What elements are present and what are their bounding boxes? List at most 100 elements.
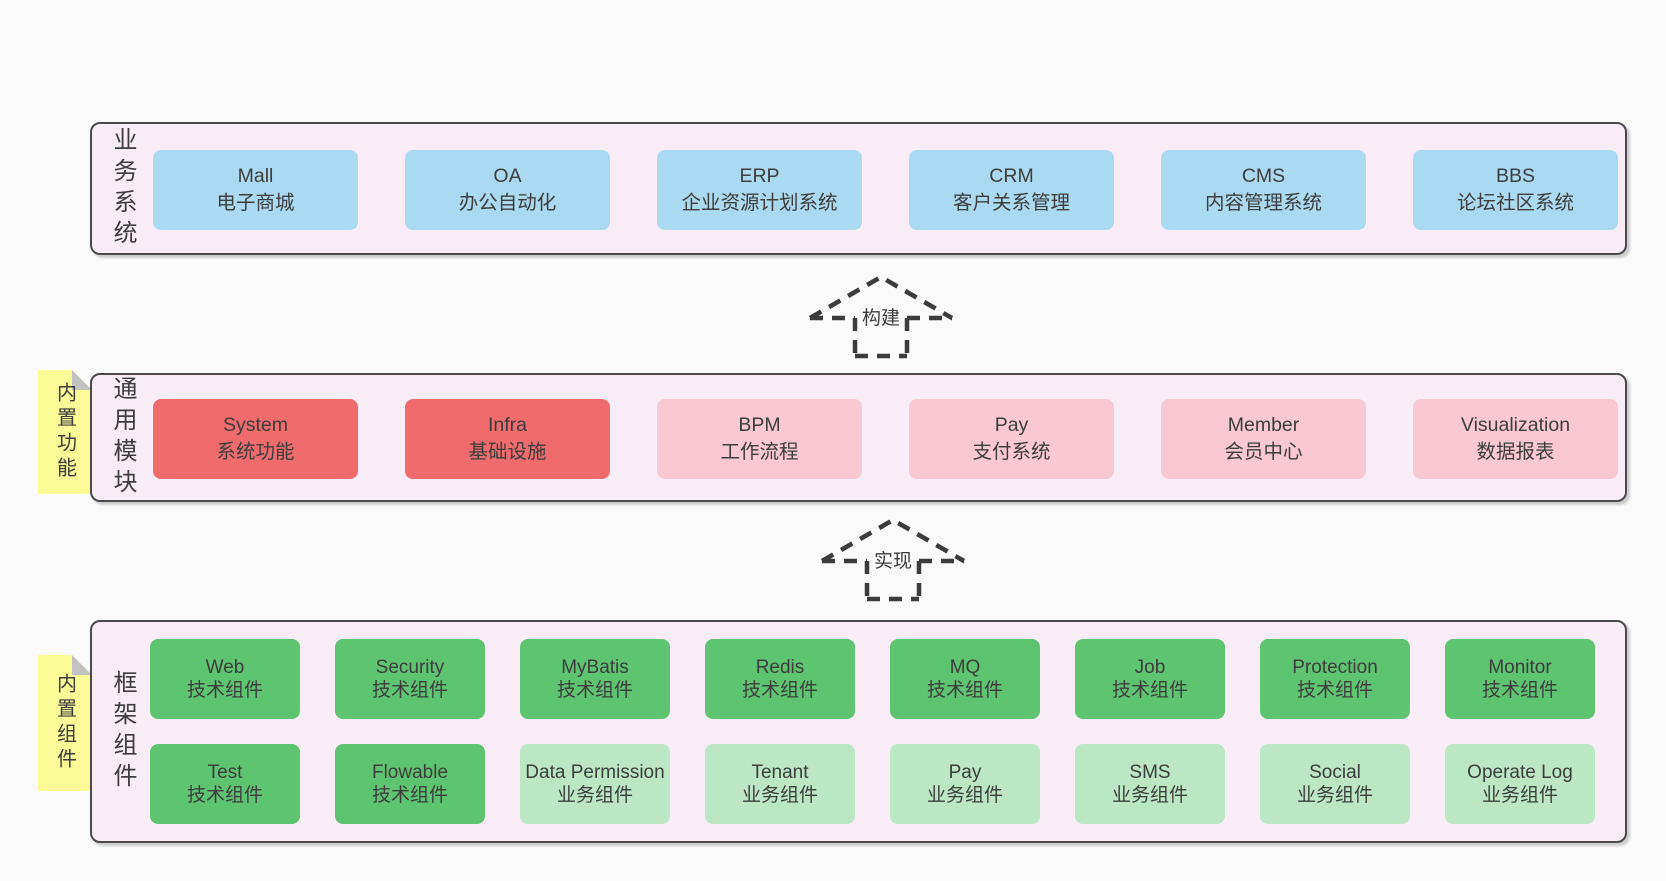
business-box-row: Mall 电子商城 OA 办公自动化 ERP 企业资源计划系统 CRM 客户关系… bbox=[153, 150, 1618, 230]
box-web: Web 技术组件 bbox=[150, 639, 300, 719]
implement-arrow: 实现 bbox=[818, 515, 968, 603]
box-member: Member 会员中心 bbox=[1161, 399, 1366, 479]
box-infra: Infra 基础设施 bbox=[405, 399, 610, 479]
box-title: Data Permission bbox=[525, 761, 665, 783]
box-erp: ERP 企业资源计划系统 bbox=[657, 150, 862, 230]
box-title: CRM bbox=[989, 165, 1034, 188]
box-bpm: BPM 工作流程 bbox=[657, 399, 862, 479]
box-subtitle: 工作流程 bbox=[720, 441, 799, 463]
modules-layer-label: 通用模块 bbox=[109, 375, 136, 500]
sticky-label: 内置功能 bbox=[53, 382, 76, 482]
box-pay: Pay 支付系统 bbox=[909, 399, 1114, 479]
box-title: BPM bbox=[738, 414, 781, 437]
box-title: MyBatis bbox=[561, 656, 629, 678]
box-title: Protection bbox=[1292, 656, 1378, 678]
box-sms: SMS 业务组件 bbox=[1075, 744, 1225, 824]
box-title: Tenant bbox=[751, 761, 809, 783]
box-visualization: Visualization 数据报表 bbox=[1413, 399, 1618, 479]
box-oa: OA 办公自动化 bbox=[405, 150, 610, 230]
box-flowable: Flowable 技术组件 bbox=[335, 744, 485, 824]
box-title: Monitor bbox=[1488, 656, 1552, 678]
sticky-label: 内置组件 bbox=[53, 673, 76, 773]
box-subtitle: 技术组件 bbox=[371, 785, 448, 806]
box-subtitle: 会员中心 bbox=[1224, 441, 1303, 463]
box-subtitle: 技术组件 bbox=[1296, 680, 1373, 701]
box-subtitle: 技术组件 bbox=[371, 680, 448, 701]
box-test: Test 技术组件 bbox=[150, 744, 300, 824]
box-title: System bbox=[222, 414, 288, 437]
box-title: Pay bbox=[948, 761, 982, 783]
box-title: ERP bbox=[739, 165, 780, 188]
box-subtitle: 基础设施 bbox=[468, 441, 547, 463]
built-in-features-sticky: 内置功能 bbox=[38, 370, 92, 494]
box-subtitle: 业务组件 bbox=[1296, 785, 1373, 806]
box-subtitle: 业务组件 bbox=[741, 785, 818, 806]
box-subtitle: 业务组件 bbox=[1111, 785, 1188, 806]
box-subtitle: 论坛社区系统 bbox=[1456, 192, 1574, 214]
box-subtitle: 电子商城 bbox=[216, 192, 295, 214]
dashed-up-arrow-icon bbox=[820, 517, 966, 602]
box-title: Security bbox=[375, 656, 445, 678]
box-data-permission: Data Permission 业务组件 bbox=[520, 744, 670, 824]
box-monitor: Monitor 技术组件 bbox=[1445, 639, 1595, 719]
box-title: CMS bbox=[1241, 165, 1286, 188]
box-job: Job 技术组件 bbox=[1075, 639, 1225, 719]
box-system: System 系统功能 bbox=[153, 399, 358, 479]
built-in-components-sticky: 内置组件 bbox=[38, 655, 92, 791]
box-subtitle: 客户关系管理 bbox=[952, 192, 1070, 214]
box-subtitle: 技术组件 bbox=[926, 680, 1003, 701]
box-title: Member bbox=[1227, 414, 1300, 437]
box-tenant: Tenant 业务组件 bbox=[705, 744, 855, 824]
box-mybatis: MyBatis 技术组件 bbox=[520, 639, 670, 719]
box-title: SMS bbox=[1129, 761, 1171, 783]
box-subtitle: 业务组件 bbox=[1481, 785, 1558, 806]
box-subtitle: 技术组件 bbox=[741, 680, 818, 701]
box-subtitle: 支付系统 bbox=[972, 441, 1051, 463]
box-cms: CMS 内容管理系统 bbox=[1161, 150, 1366, 230]
box-title: Mall bbox=[237, 165, 274, 188]
business-systems-layer: 业务系统 Mall 电子商城 OA 办公自动化 ERP 企业资源计划系统 CRM… bbox=[90, 122, 1627, 255]
box-subtitle: 技术组件 bbox=[556, 680, 633, 701]
build-arrow: 构建 bbox=[806, 272, 956, 360]
box-subtitle: 技术组件 bbox=[1111, 680, 1188, 701]
box-title: Infra bbox=[487, 414, 528, 437]
box-subtitle: 数据报表 bbox=[1476, 441, 1555, 463]
box-bbs: BBS 论坛社区系统 bbox=[1413, 150, 1618, 230]
box-subtitle: 内容管理系统 bbox=[1204, 192, 1322, 214]
box-redis: Redis 技术组件 bbox=[705, 639, 855, 719]
box-subtitle: 系统功能 bbox=[216, 441, 295, 463]
box-title: Operate Log bbox=[1467, 761, 1573, 783]
box-pay-biz: Pay 业务组件 bbox=[890, 744, 1040, 824]
box-subtitle: 办公自动化 bbox=[458, 192, 557, 214]
framework-components-layer: 框架组件 Web 技术组件 Security 技术组件 MyBatis 技术组件… bbox=[90, 620, 1627, 843]
box-protection: Protection 技术组件 bbox=[1260, 639, 1410, 719]
common-modules-layer: 通用模块 System 系统功能 Infra 基础设施 BPM 工作流程 Pay… bbox=[90, 373, 1627, 502]
box-title: Flowable bbox=[371, 761, 449, 783]
modules-box-row: System 系统功能 Infra 基础设施 BPM 工作流程 Pay 支付系统… bbox=[153, 399, 1618, 479]
box-mall: Mall 电子商城 bbox=[153, 150, 358, 230]
box-title: MQ bbox=[949, 656, 981, 678]
box-title: Redis bbox=[755, 656, 805, 678]
box-subtitle: 技术组件 bbox=[186, 785, 263, 806]
box-security: Security 技术组件 bbox=[335, 639, 485, 719]
box-mq: MQ 技术组件 bbox=[890, 639, 1040, 719]
components-box-row-2: Test 技术组件 Flowable 技术组件 Data Permission … bbox=[150, 744, 1595, 824]
box-title: Pay bbox=[994, 414, 1029, 437]
box-subtitle: 技术组件 bbox=[1481, 680, 1558, 701]
sticky-fold-corner bbox=[72, 655, 92, 675]
box-subtitle: 业务组件 bbox=[926, 785, 1003, 806]
box-crm: CRM 客户关系管理 bbox=[909, 150, 1114, 230]
components-layer-label: 框架组件 bbox=[109, 669, 136, 794]
implement-arrow-label: 实现 bbox=[870, 546, 916, 574]
box-subtitle: 技术组件 bbox=[186, 680, 263, 701]
business-layer-label: 业务系统 bbox=[109, 126, 136, 251]
dashed-up-arrow-icon bbox=[808, 274, 954, 359]
box-title: OA bbox=[493, 165, 522, 188]
box-operate-log: Operate Log 业务组件 bbox=[1445, 744, 1595, 824]
box-title: Job bbox=[1134, 656, 1166, 678]
box-title: BBS bbox=[1495, 165, 1536, 188]
components-box-row-1: Web 技术组件 Security 技术组件 MyBatis 技术组件 Redi… bbox=[150, 639, 1595, 719]
box-subtitle: 业务组件 bbox=[556, 785, 633, 806]
box-subtitle: 企业资源计划系统 bbox=[681, 192, 838, 214]
